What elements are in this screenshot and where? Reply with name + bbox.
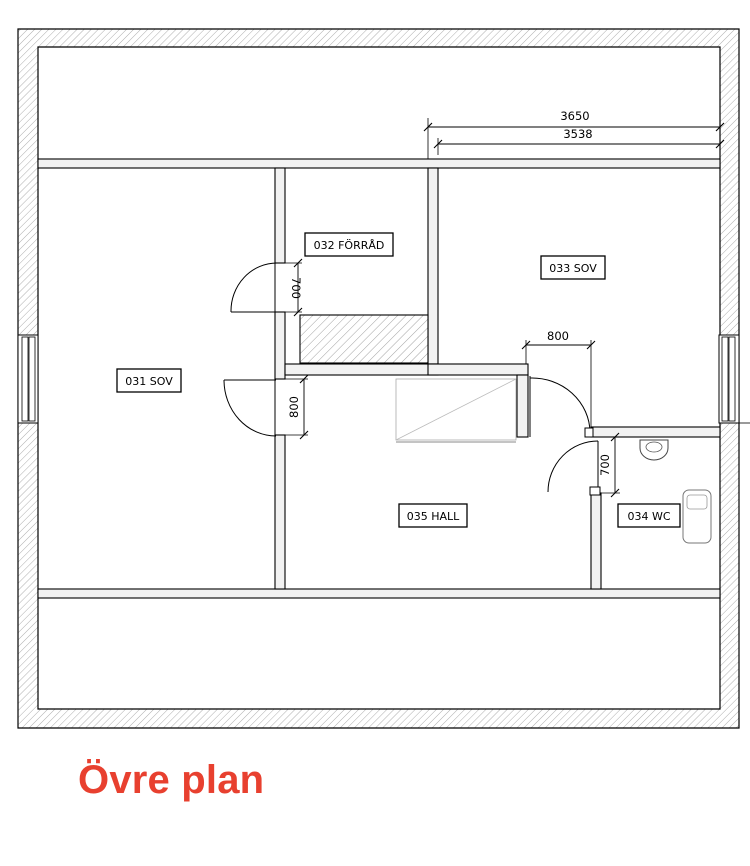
storage-shelf — [299, 314, 429, 364]
room-label-032: 032 FÖRRÅD — [304, 232, 394, 257]
plan-title: Övre plan — [78, 758, 265, 802]
dim-door-031-label: 800 — [287, 396, 301, 418]
dim-top-outer-label: 3650 — [560, 109, 589, 123]
dimension-door-032 — [285, 258, 303, 317]
dim-top-inner-label: 3538 — [563, 127, 592, 141]
window-east — [718, 334, 750, 424]
dim-door-032-label: 700 — [289, 277, 303, 299]
dimension-top-inner — [433, 138, 725, 155]
dim-door-034-label: 700 — [598, 454, 612, 476]
toilet — [682, 489, 712, 544]
room-label-034: 034 WC — [617, 503, 681, 528]
room-name-035: 035 HALL — [407, 510, 460, 523]
room-label-033: 033 SOV — [540, 255, 606, 280]
room-name-034: 034 WC — [627, 510, 670, 523]
stair-opening — [395, 378, 517, 443]
dimension-door-034 — [601, 432, 620, 498]
interior-walls — [274, 167, 721, 590]
window-west — [17, 334, 39, 424]
door-033 — [529, 376, 594, 438]
door-032 — [230, 262, 278, 313]
room-name-031: 031 SOV — [125, 375, 173, 388]
room-label-035: 035 HALL — [398, 503, 468, 528]
door-034 — [547, 440, 601, 496]
dimension-door-033 — [521, 340, 596, 427]
dimension-door-031 — [285, 374, 309, 440]
knee-wall-top — [37, 158, 721, 169]
sink — [639, 439, 669, 461]
room-label-031: 031 SOV — [116, 368, 182, 393]
knee-wall-bottom — [37, 588, 721, 599]
exterior-walls — [17, 28, 740, 729]
door-031 — [223, 379, 277, 437]
dimension-top-outer — [423, 118, 725, 159]
dim-door-033-label: 800 — [547, 329, 569, 343]
room-name-033: 033 SOV — [549, 262, 597, 275]
room-name-032: 032 FÖRRÅD — [314, 239, 385, 252]
